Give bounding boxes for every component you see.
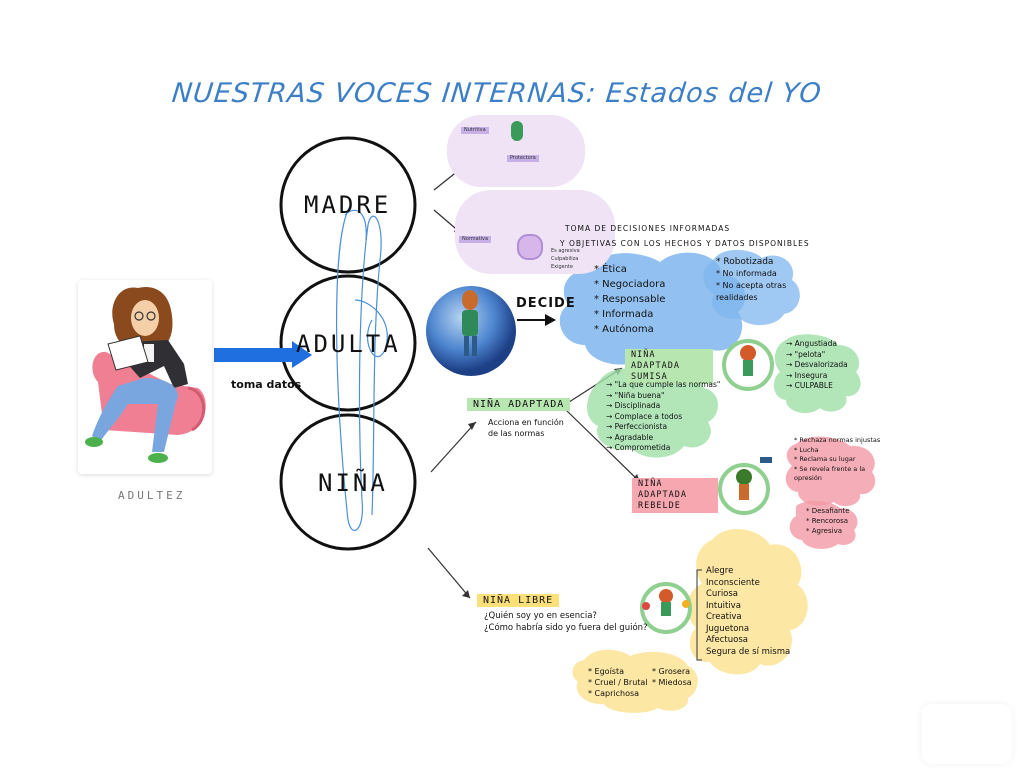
blue-cloud-right-item: * Robotizada — [716, 257, 774, 267]
sumisa-traits-list: → "La que cumple las normas" → "Niña bue… — [606, 380, 720, 454]
madre-map-branch-3: Exigente — [551, 264, 573, 270]
blue-cloud-right-item: * No informada — [716, 269, 777, 278]
madre-map-branch-2: Culpabiliza — [551, 256, 579, 262]
sumisa-trait: → Agradable — [606, 432, 654, 442]
nina-label: NIÑA — [318, 469, 388, 497]
rebelde-trait: * Reclama su lugar — [794, 455, 856, 463]
sumisa-trait: → Complace a todos — [606, 411, 683, 421]
blue-cloud-item: * Negociadora — [594, 279, 666, 290]
blue-cloud-right-list: * Robotizada * No informada * No acepta … — [716, 256, 790, 304]
rebelde-traits-list: * Rechaza normas injustas * Lucha * Recl… — [794, 436, 881, 484]
blue-cloud-item: * Responsable — [594, 294, 666, 305]
page-title: NUESTRAS VOCES INTERNAS: Estados del YO — [170, 78, 824, 109]
sumisa-emotion: → "pelota" — [786, 349, 826, 359]
blue-cloud-item: * Autónoma — [594, 324, 654, 335]
rebelde-trait: * Rechaza normas injustas — [794, 436, 881, 444]
sumisa-emotion: → Angustiada — [786, 339, 837, 348]
libre-positive-item: Juguetona — [706, 623, 750, 634]
toma-datos-arrow-head — [292, 341, 312, 368]
rebelde-cloud2-shape — [789, 500, 858, 549]
nina-adaptada-note: Acciona en función de las normas — [488, 418, 564, 438]
madre-map-figure — [511, 121, 523, 141]
libre-negative-item: * Grosera — [652, 667, 691, 676]
madre-map-branch-1: Es agresiva — [551, 248, 580, 254]
libre-negative-item: * Cruel / Brutal — [588, 678, 648, 687]
rebelde-label: NIÑA ADAPTADA REBELDE — [632, 478, 718, 513]
sumisa-trait: → Perfeccionista — [606, 422, 668, 431]
nina-libre-label: NIÑA LIBRE — [477, 594, 560, 607]
libre-positive-item: Afectuosa — [706, 635, 748, 645]
madre-map-bottom-label: Normativa — [459, 236, 492, 243]
libre-positive-item: Segura de sí misma — [706, 646, 791, 657]
rebelde-traits2-list: * Desafiante * Rencorosa * Agresiva — [806, 506, 850, 536]
sumisa-emotion: → CULPABLE — [786, 381, 833, 390]
rebelde-trait: * Lucha — [794, 445, 819, 454]
sumisa-trait: → Comprometida — [606, 443, 671, 452]
sumisa-trait: → "La que cumple las normas" — [606, 380, 721, 389]
sumisa-emotion: → Desvalorizada — [786, 360, 848, 369]
libre-positive-item: Creativa — [706, 612, 742, 622]
sumisa-trait: → "Niña buena" — [606, 390, 665, 400]
blue-cloud-right-shape — [703, 249, 800, 326]
madre-circle — [279, 136, 417, 274]
sumisa-emotions-list: → Angustiada → "pelota" → Desvalorizada … — [786, 339, 848, 392]
blue-cloud-item: * Informada — [594, 309, 654, 320]
libre-negative-cloud-shape — [572, 649, 698, 713]
libre-positive-item: Inconsciente — [706, 577, 760, 588]
adulta-label: ADULTA — [296, 330, 401, 358]
madre-map-top: Nutritiva Protectora — [447, 115, 585, 187]
nina-libre-question-1: ¿Quién soy yo en esencia? — [484, 611, 597, 621]
blue-cloud-item: * Ética — [594, 264, 627, 275]
madre-map-badge — [517, 234, 543, 260]
adultez-card — [78, 280, 212, 474]
libre-negative-item: * Egoísta — [588, 667, 624, 676]
adulta-note-line-2: Y OBJETIVAS CON LOS HECHOS Y DATOS DISPO… — [560, 239, 810, 248]
corner-panel — [922, 704, 1012, 764]
madre-map-bottom: Normativa Es agresiva Culpabiliza Exigen… — [455, 190, 615, 274]
blue-cloud-shape — [559, 252, 746, 367]
nina-circle — [279, 413, 417, 551]
decide-label: DECIDE — [516, 296, 576, 311]
emotions-cloud-shape — [773, 334, 861, 414]
rebelde-trait2: * Agresiva — [806, 527, 843, 535]
libre-positive-item: Curiosa — [706, 589, 739, 599]
madre-map-top-label-2: Protectora — [507, 155, 539, 162]
blue-scribble — [336, 205, 388, 531]
madre-map-top-label-1: Nutritiva — [461, 127, 489, 134]
nina-adaptada-label: NIÑA ADAPTADA — [467, 398, 571, 411]
sumisa-emotion: → Insegura — [786, 370, 828, 380]
libre-positive-item: Intuitiva — [706, 600, 741, 611]
adulta-circle — [279, 274, 417, 412]
rebelde-trait2: * Rencorosa — [806, 517, 849, 525]
rebelde-trait2: * Desafiante — [806, 507, 850, 515]
libre-positive-cloud-shape — [687, 529, 808, 675]
adulta-note-line-1: TOMA DE DECISIONES INFORMADAS — [565, 224, 731, 233]
libre-negative-list-2: * Grosera * Miedosa — [652, 666, 692, 688]
blue-cloud-right-item: * No acepta otras realidades — [716, 281, 787, 302]
libre-positive-item: Alegre — [706, 566, 734, 576]
sumisa-trait: → Disciplinada — [606, 401, 661, 410]
libre-negative-item: * Caprichosa — [588, 689, 640, 698]
libre-negative-item: * Miedosa — [652, 678, 692, 687]
libre-positive-list: Alegre Inconsciente Curiosa Intuitiva Cr… — [706, 566, 790, 658]
rebelde-cloud-shape — [785, 436, 876, 507]
rebelde-trait: * Se revela frente a la opresión — [794, 464, 866, 483]
adultez-illustration — [85, 286, 206, 463]
sumisa-label: NIÑA ADAPTADA SUMISA — [625, 349, 713, 384]
toma-datos-arrow-bar — [214, 348, 294, 362]
toma-datos-label: toma datos — [231, 378, 302, 391]
nina-libre-question-2: ¿Cómo habría sido yo fuera del guión? — [484, 623, 648, 633]
adultez-caption: ADULTEZ — [118, 489, 186, 502]
blue-cloud-list: * Ética * Negociadora * Responsable * In… — [594, 262, 665, 337]
madre-label: MADRE — [304, 191, 392, 219]
sumisa-cloud-shape — [586, 368, 719, 458]
libre-negative-list-1: * Egoísta * Cruel / Brutal * Caprichosa — [588, 666, 648, 699]
